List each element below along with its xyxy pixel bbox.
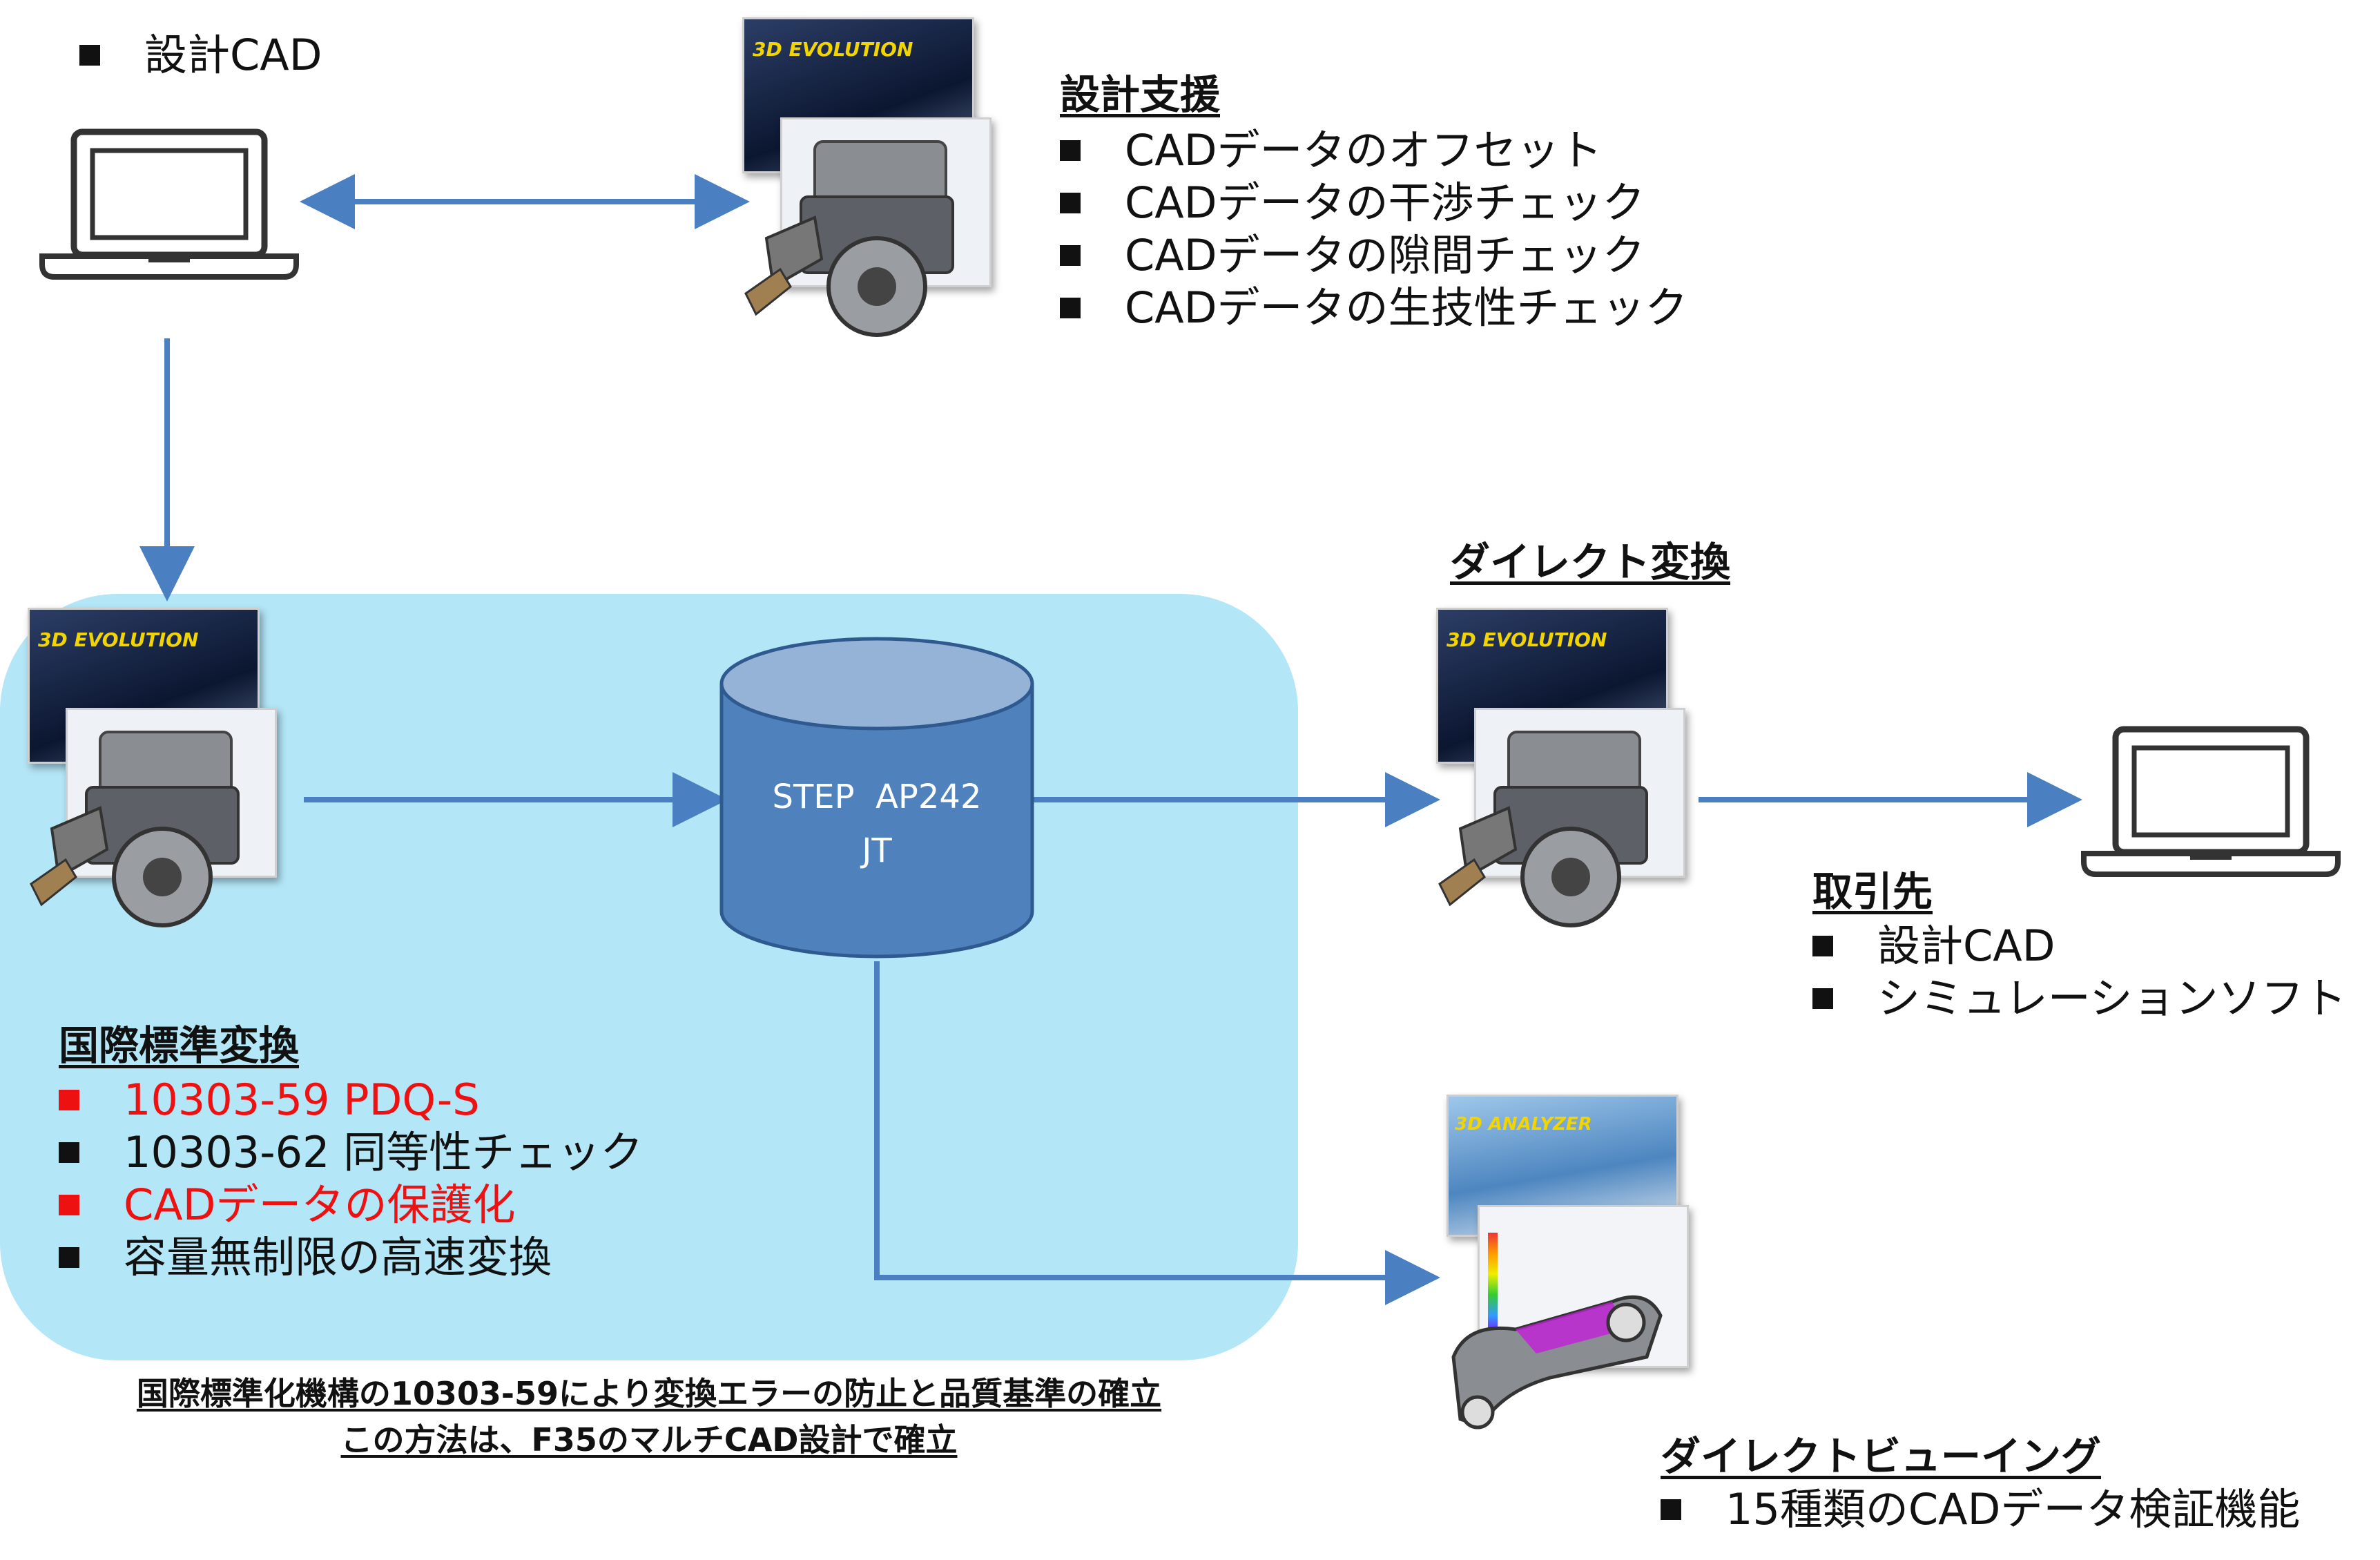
design-support-item: CADデータの干渉チェック	[1060, 177, 1687, 229]
evolution-logo-text: 3D EVOLUTION	[1447, 628, 1607, 651]
evolution-screenshot-right: 3D EVOLUTION	[1433, 608, 1709, 932]
engine-icon	[30, 731, 240, 927]
top-left-bullet: 設計CAD	[79, 29, 322, 81]
evolution-screenshot-left: 3D EVOLUTION	[24, 608, 300, 932]
database-line2: JT	[862, 831, 892, 870]
bullet-square-icon	[59, 1247, 79, 1268]
direct-viewing-item-label: 15種類のCADデータ検証機能	[1725, 1484, 2301, 1534]
intl-standard-item: 10303-59 PDQ-S	[59, 1074, 643, 1126]
partner-title: 取引先	[1812, 868, 1933, 915]
bullet-square-icon	[1661, 1499, 1681, 1520]
bullet-square-icon	[59, 1195, 79, 1215]
design-support-item-label: CADデータの隙間チェック	[1125, 230, 1645, 280]
evolution-logo-text: 3D EVOLUTION	[38, 628, 199, 651]
bracket-part-icon	[1451, 1295, 1663, 1429]
partner-item: 設計CAD	[1812, 920, 2347, 972]
database-cylinder	[719, 637, 1034, 959]
partner-item-label: シミュレーションソフト	[1877, 973, 2347, 1023]
design-support-block: 設計支援 CADデータのオフセット CADデータの干渉チェック CADデータの隙…	[1060, 75, 1687, 334]
direct-viewing-block: ダイレクトビューイング 15種類のCADデータ検証機能	[1661, 1436, 2300, 1536]
bullet-square-icon	[1812, 988, 1833, 1009]
design-support-title: 設計支援	[1060, 71, 1221, 118]
partner-item-label: 設計CAD	[1877, 921, 2055, 971]
design-support-item: CADデータの隙間チェック	[1060, 229, 1687, 282]
engine-icon	[744, 140, 954, 337]
partner-block: 取引先 設計CAD シミュレーションソフト	[1812, 872, 2347, 1025]
intl-standard-item-label: 10303-59 PDQ-S	[124, 1075, 480, 1125]
design-support-item: CADデータのオフセット	[1060, 124, 1687, 177]
database-label: STEP AP242 JT	[718, 770, 1036, 878]
intl-standard-item-label: 容量無制限の高速変換	[124, 1232, 552, 1282]
top-left-bullet-label: 設計CAD	[144, 30, 322, 80]
analyzer-logo-text: 3D ANALYZER	[1455, 1114, 1592, 1135]
bullet-square-icon	[59, 1142, 79, 1163]
design-support-item: CADデータの生技性チェック	[1060, 282, 1687, 334]
intl-standard-item: 容量無制限の高速変換	[59, 1231, 643, 1284]
intl-standard-item-label: CADデータの保護化	[124, 1179, 516, 1230]
footnote-line1: 国際標準化機構の10303-59により変換エラーの防止と品質基準の確立	[136, 1375, 1162, 1412]
direct-viewing-item: 15種類のCADデータ検証機能	[1661, 1483, 2300, 1536]
evolution-screenshot-top: 3D EVOLUTION	[739, 17, 1015, 342]
bullet-square-icon	[1060, 140, 1081, 161]
design-support-item-label: CADデータの干渉チェック	[1125, 177, 1645, 228]
bullet-square-icon	[79, 45, 100, 66]
design-support-item-label: CADデータの生技性チェック	[1125, 282, 1688, 333]
analyzer-screenshot: 3D ANALYZER	[1440, 1095, 1709, 1440]
bullet-square-icon	[59, 1090, 79, 1110]
intl-standard-item: CADデータの保護化	[59, 1179, 643, 1231]
design-support-item-label: CADデータのオフセット	[1125, 125, 1603, 175]
direct-conversion-title: ダイレクト変換	[1450, 539, 1731, 586]
evolution-logo-text: 3D EVOLUTION	[753, 38, 913, 61]
intl-standard-item-label: 10303-62 同等性チェック	[124, 1127, 644, 1177]
bullet-square-icon	[1812, 936, 1833, 956]
laptop-icon-right	[2081, 726, 2341, 877]
footnote-line2: この方法は、F35のマルチCAD設計で確立	[340, 1421, 958, 1458]
partner-item: シミュレーションソフト	[1812, 972, 2347, 1025]
engine-icon	[1438, 731, 1648, 927]
intl-standard-block: 国際標準変換 10303-59 PDQ-S 10303-62 同等性チェック C…	[59, 1025, 643, 1284]
intl-standard-item: 10303-62 同等性チェック	[59, 1126, 643, 1179]
laptop-icon-left	[39, 128, 299, 280]
bullet-square-icon	[1060, 245, 1081, 266]
bullet-square-icon	[1060, 298, 1081, 318]
footnote: 国際標準化機構の10303-59により変換エラーの防止と品質基準の確立 この方法…	[28, 1371, 1270, 1463]
direct-viewing-title: ダイレクトビューイング	[1661, 1433, 2102, 1480]
arrow-db-to-viewing	[874, 961, 1440, 1305]
bullet-square-icon	[1060, 193, 1081, 213]
intl-standard-title: 国際標準変換	[59, 1022, 300, 1069]
database-line1: STEP AP242	[772, 778, 982, 816]
